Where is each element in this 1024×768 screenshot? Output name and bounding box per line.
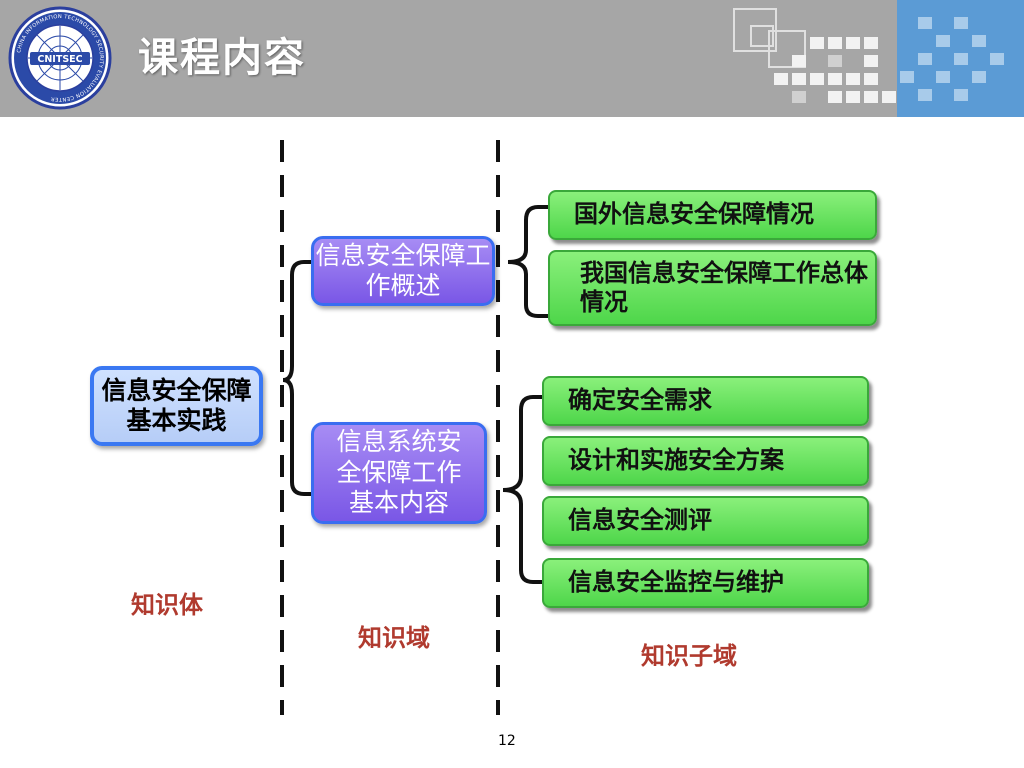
logo-center-text: CNITSEC	[37, 54, 82, 65]
subdomain-node-requirements: 确定安全需求	[542, 376, 869, 426]
bracket-domain-1	[507, 205, 548, 318]
subdomain-node-foreign: 国外信息安全保障情况	[548, 190, 877, 240]
root-node: 信息安全保障基本实践	[90, 366, 263, 446]
subdomain-node-monitoring: 信息安全监控与维护	[542, 558, 869, 608]
bracket-root	[282, 260, 312, 496]
domain-node-overview: 信息安全保障工作概述	[311, 236, 495, 306]
page-title: 课程内容	[138, 35, 306, 81]
subdomain-node-evaluation: 信息安全测评	[542, 496, 869, 546]
column-label-subdomain: 知识子域	[641, 642, 737, 670]
page-number: 12	[498, 733, 516, 749]
column-label-body: 知识体	[131, 591, 203, 619]
column-label-domain: 知识域	[358, 624, 430, 652]
subdomain-node-design: 设计和实施安全方案	[542, 436, 869, 486]
domain-node-system-security: 信息系统安全保障工作基本内容	[311, 422, 487, 524]
subdomain-node-domestic: 我国信息安全保障工作总体情况	[548, 250, 877, 326]
bracket-domain-2	[502, 395, 543, 584]
cnitsec-logo: CNITSEC CHINA INFORMATION TECHNOLOGY SEC…	[8, 6, 112, 110]
